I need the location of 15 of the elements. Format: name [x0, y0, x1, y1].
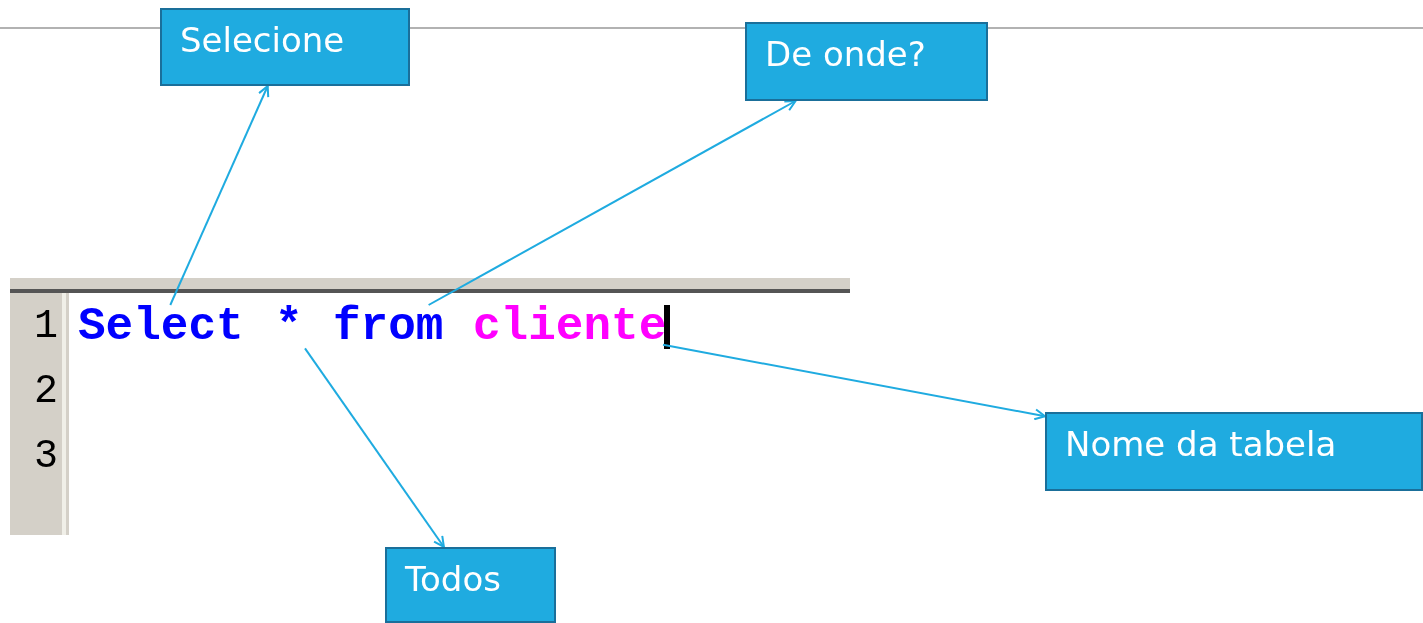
code-keyword: Select	[78, 305, 244, 349]
arrow	[662, 343, 1046, 421]
code-identifier: cliente	[473, 305, 667, 349]
arrow	[304, 347, 445, 548]
line-number: 1	[34, 305, 58, 349]
callout-box: Todos	[385, 547, 556, 623]
arrow	[169, 85, 270, 306]
code-operator: *	[275, 305, 303, 349]
callout-box: De onde?	[745, 22, 988, 101]
code-keyword: from	[333, 305, 444, 349]
callout-box: Selecione	[160, 8, 410, 86]
arrow	[427, 100, 797, 306]
callout-box: Nome da tabela	[1045, 412, 1423, 491]
line-number: 2	[34, 370, 58, 414]
line-number: 3	[34, 435, 58, 479]
